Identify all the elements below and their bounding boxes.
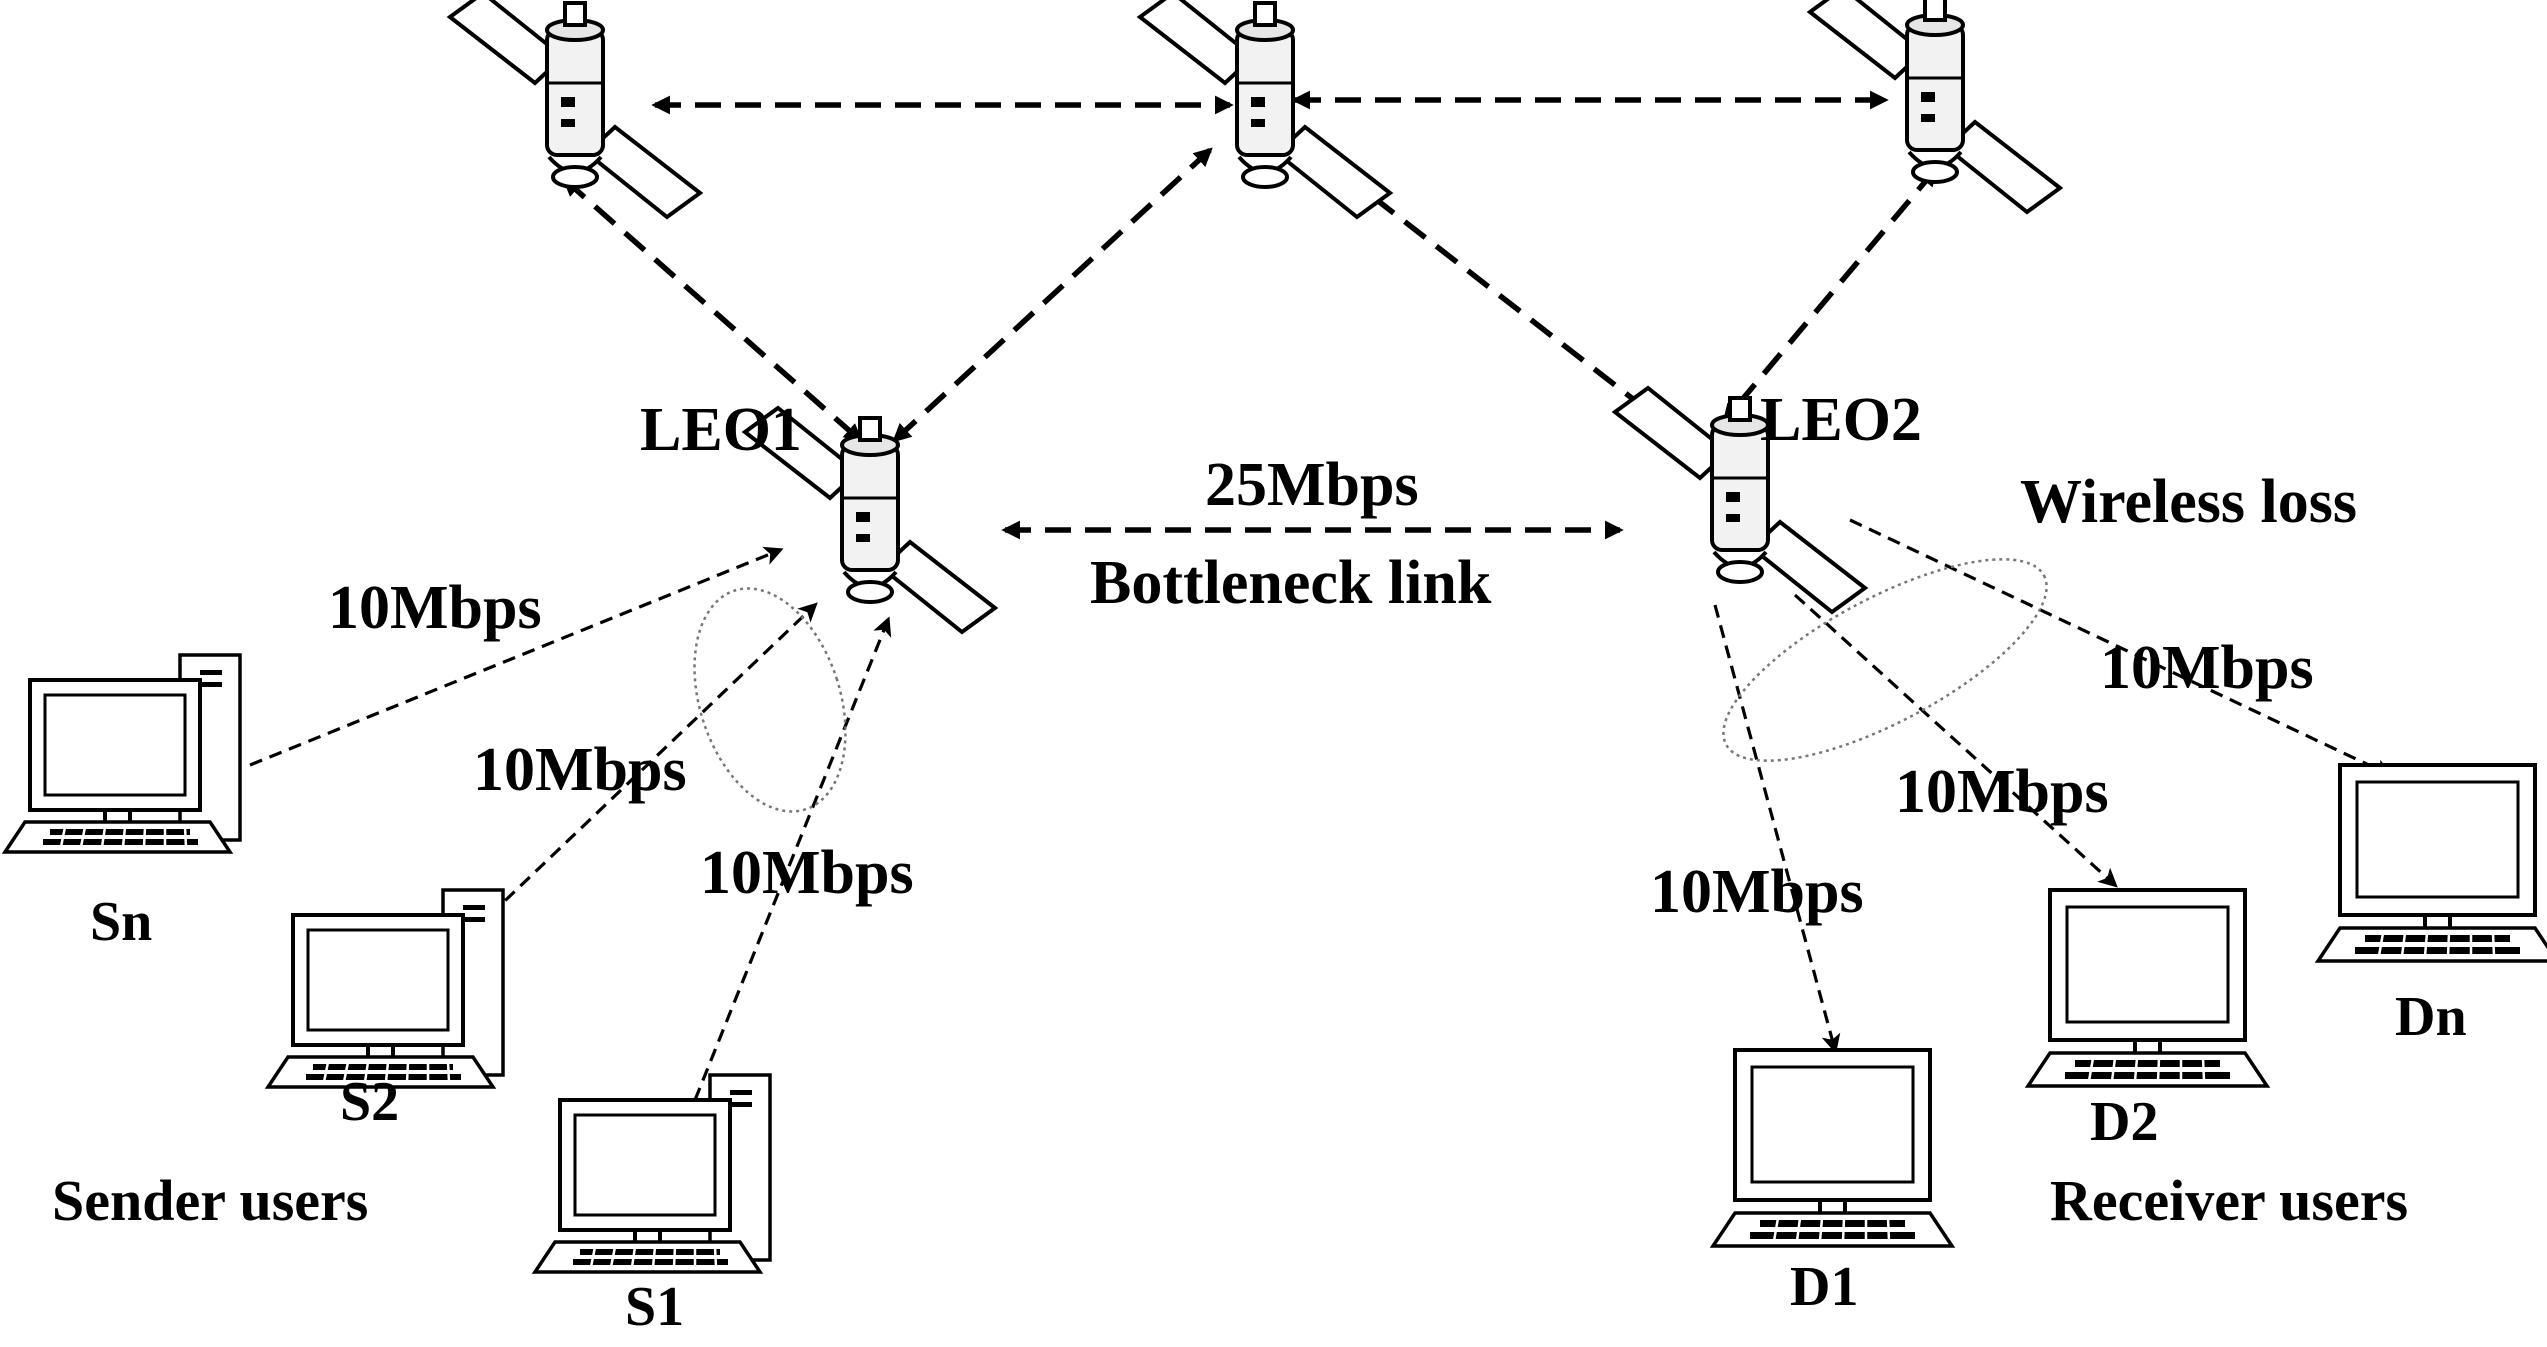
- desktop-computer-icon-sn: [3, 653, 242, 854]
- rate-label-d2: 10Mbps: [1895, 758, 2109, 826]
- link-s1-to-leo1: [693, 616, 892, 1101]
- isl-top-mid-to-leo1: [892, 147, 1213, 443]
- rate-label-d1: 10Mbps: [1650, 858, 1864, 926]
- link-leo2-to-d2: [1793, 593, 2118, 888]
- desktop-computer-icon-d2: [2026, 888, 2269, 1088]
- rate-label-sn: 10Mbps: [328, 574, 542, 642]
- satellite-icon-top-right: [1808, 0, 2062, 214]
- link-s2-to-leo1: [488, 602, 818, 917]
- bottleneck-rate-label: 25Mbps: [1205, 451, 1419, 519]
- receiver-dn-label: Dn: [2395, 986, 2467, 1048]
- isl-top-right-to-leo2: [1722, 167, 1938, 423]
- satellite-icon-top-left: [448, 0, 702, 219]
- sender-s2-label: S2: [340, 1071, 399, 1133]
- rate-label-dn: 10Mbps: [2100, 634, 2314, 702]
- desktop-computer-icon-s1: [533, 1073, 772, 1274]
- receiver-group-label: Receiver users: [2050, 1168, 2408, 1233]
- sender-group-label: Sender users: [52, 1168, 368, 1233]
- sender-link-ellipse: [693, 587, 847, 813]
- link-leo2-to-d1: [1713, 604, 1841, 1054]
- desktop-computer-icon-s2: [266, 888, 505, 1089]
- isl-top-left-to-leo1: [562, 177, 863, 443]
- receiver-d1-label: D1: [1790, 1256, 1858, 1318]
- rate-label-s1: 10Mbps: [700, 839, 914, 907]
- rate-label-s2: 10Mbps: [473, 736, 687, 804]
- desktop-computer-icon-d1: [1711, 1048, 1954, 1248]
- receiver-d2-label: D2: [2090, 1091, 2158, 1153]
- wireless-loss-label: Wireless loss: [2020, 468, 2357, 536]
- sender-sn-label: Sn: [90, 891, 152, 953]
- leo1-label: LEO1: [640, 396, 802, 464]
- wireless-loss-ellipse: [1722, 558, 2048, 762]
- link-leo2-to-dn: [1849, 518, 2394, 778]
- sender-s1-label: S1: [625, 1276, 684, 1338]
- leo2-label: LEO2: [1760, 386, 1922, 454]
- satellite-icon-top-mid: [1138, 0, 1392, 219]
- isl-top-mid-to-leo2: [1307, 145, 1663, 423]
- desktop-computer-icon-dn: [2316, 763, 2547, 963]
- link-sn-to-leo1: [249, 546, 784, 767]
- bottleneck-caption: Bottleneck link: [1090, 549, 1492, 617]
